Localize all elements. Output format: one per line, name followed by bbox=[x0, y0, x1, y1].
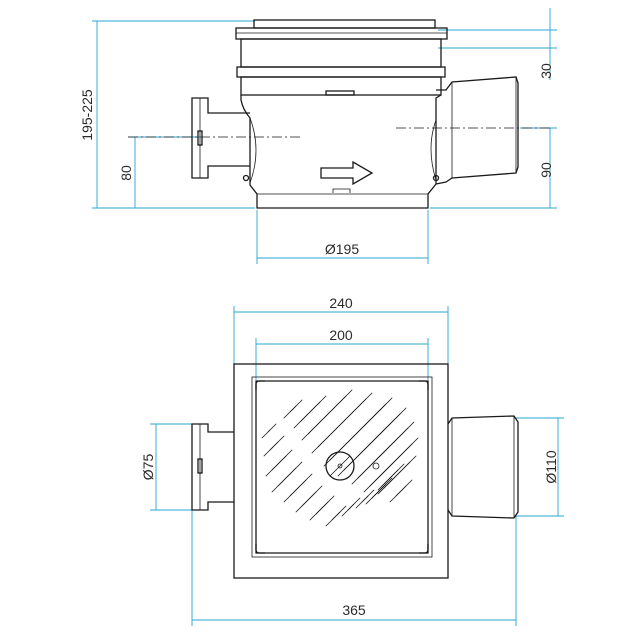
dim-outlet-diameter-label: Ø110 bbox=[543, 450, 559, 483]
top-flange bbox=[235, 19, 448, 96]
dim-height-range-label: 195-225 bbox=[79, 89, 95, 141]
inlet-pipe-top bbox=[191, 423, 234, 511]
dim-body-diameter-label: Ø195 bbox=[325, 241, 359, 257]
outlet-pipe-top bbox=[447, 415, 519, 519]
dim-grate-width-label: 200 bbox=[329, 327, 353, 343]
dim-flange: 30 bbox=[438, 8, 557, 80]
dim-grate-width: 200 bbox=[255, 327, 429, 380]
grate-center-cap bbox=[325, 451, 355, 481]
inlet-pipe bbox=[191, 97, 250, 179]
top-view: 240 200 Ø75 Ø110 365 bbox=[140, 295, 564, 626]
dim-body-diameter: Ø195 bbox=[256, 210, 429, 264]
dim-overall-length-label: 365 bbox=[342, 602, 366, 618]
outer-frame bbox=[233, 363, 449, 579]
outlet-pipe bbox=[435, 76, 519, 185]
side-view: 195-225 80 30 90 Ø195 bbox=[79, 8, 557, 264]
arrow-right-icon bbox=[320, 160, 374, 186]
dim-outlet-diameter: Ø110 bbox=[516, 417, 564, 517]
dim-outlet-height-label: 90 bbox=[538, 162, 554, 178]
dim-inlet-height: 80 bbox=[118, 136, 200, 208]
dim-inlet-height-label: 80 bbox=[118, 165, 134, 181]
dim-outlet-height: 90 bbox=[430, 127, 557, 209]
dim-inlet-diameter-label: Ø75 bbox=[140, 454, 156, 481]
dim-overall-length: 365 bbox=[191, 508, 517, 626]
dim-inlet-diameter: Ø75 bbox=[140, 423, 200, 511]
drain-body bbox=[240, 94, 442, 209]
grate bbox=[261, 389, 419, 527]
dim-height-range: 195-225 bbox=[79, 20, 255, 209]
dim-outer-width-label: 240 bbox=[329, 295, 353, 311]
dim-flange-label: 30 bbox=[538, 63, 554, 79]
